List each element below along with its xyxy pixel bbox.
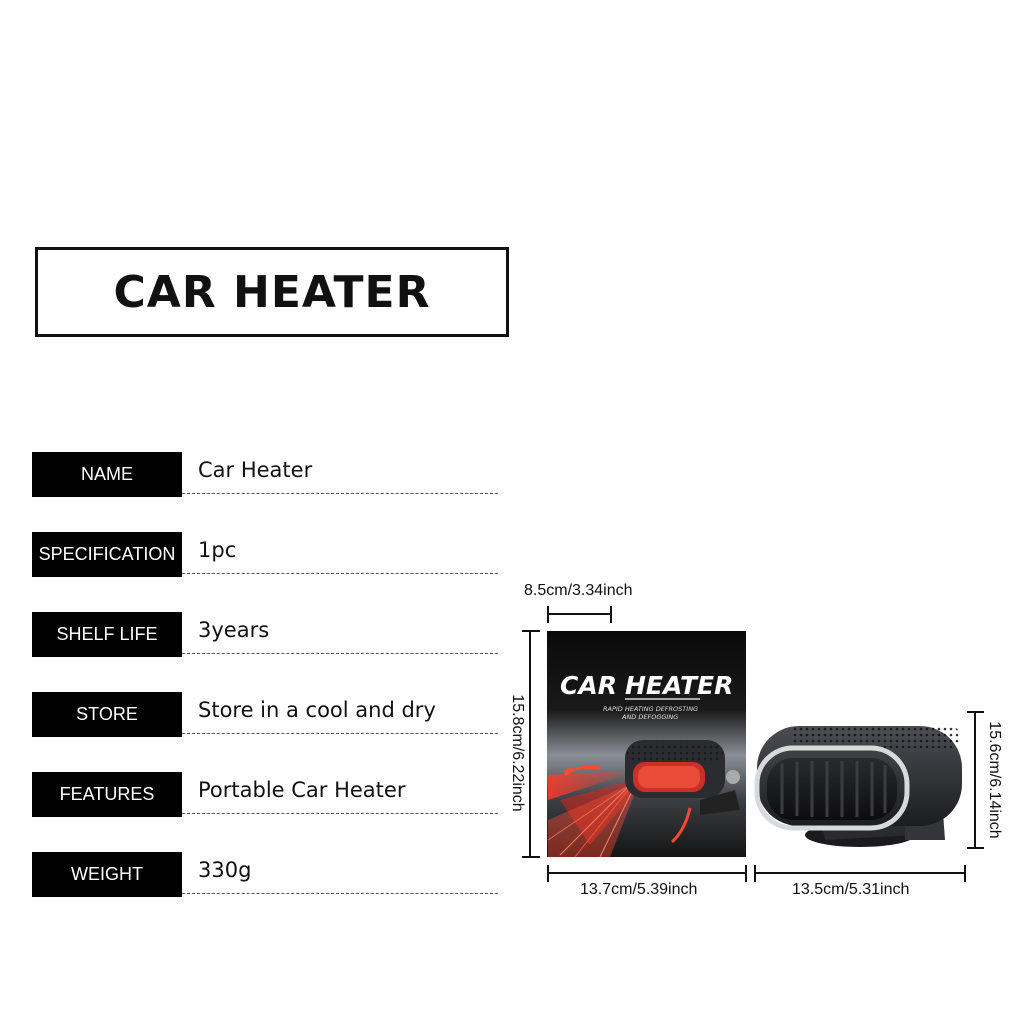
heater-product: [754, 726, 962, 847]
title-box: CAR HEATER: [35, 247, 509, 337]
spec-label: SPECIFICATION: [32, 532, 182, 577]
page-title: CAR HEATER: [113, 266, 431, 318]
spec-divider: [182, 573, 498, 574]
spec-row-specification: SPECIFICATION 1pc: [32, 532, 498, 577]
spec-row-features: FEATURES Portable Car Heater: [32, 772, 498, 817]
spec-divider: [182, 893, 498, 894]
spec-label: STORE: [32, 692, 182, 737]
spec-row-weight: WEIGHT 330g: [32, 852, 498, 897]
spec-label: WEIGHT: [32, 852, 182, 897]
spec-value: Store in a cool and dry: [198, 698, 436, 722]
spec-divider: [182, 813, 498, 814]
box-title-car: CAR: [560, 671, 617, 700]
spec-divider: [182, 493, 498, 494]
spec-row-shelf-life: SHELF LIFE 3years: [32, 612, 498, 657]
product-box: [547, 631, 746, 858]
spec-value: 3years: [198, 618, 270, 642]
spec-label: NAME: [32, 452, 182, 497]
spec-label: FEATURES: [32, 772, 182, 817]
spec-divider: [182, 653, 498, 654]
dim-box-height: 15.8cm/6.22inch: [509, 694, 526, 812]
spec-divider: [182, 733, 498, 734]
box-subtitle-line1: RAPID HEATING DEFROSTING: [603, 705, 698, 713]
dim-box-depth: 8.5cm/3.34inch: [524, 582, 633, 599]
spec-row-store: STORE Store in a cool and dry: [32, 692, 498, 737]
box-title-heater: HEATER: [625, 671, 733, 700]
dimension-lines: [522, 606, 984, 882]
spec-label: SHELF LIFE: [32, 612, 182, 657]
dim-heater-width: 13.5cm/5.31inch: [792, 881, 910, 898]
spec-row-name: NAME Car Heater: [32, 452, 498, 497]
dim-heater-height: 15.6cm/6.14inch: [986, 721, 1003, 839]
spec-value: Portable Car Heater: [198, 778, 406, 802]
box-subtitle-line2: AND DEFOGGING: [621, 713, 678, 721]
spec-value: 330g: [198, 858, 252, 882]
spec-value: Car Heater: [198, 458, 313, 482]
spec-value: 1pc: [198, 538, 237, 562]
dim-box-width: 13.7cm/5.39inch: [580, 881, 698, 898]
